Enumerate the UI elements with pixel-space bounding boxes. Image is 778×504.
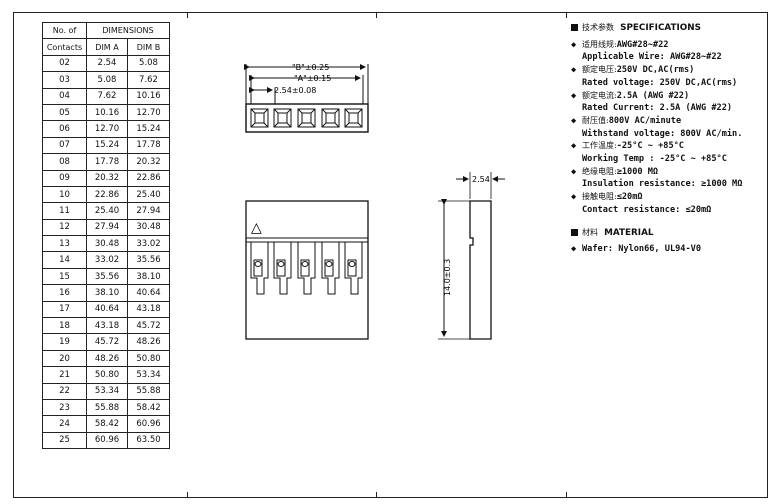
wire-cn-label: 适用线规: [582,39,617,49]
dim-a-label: "A"±0.15 [294,74,331,83]
specifications-panel: 技术参数 SPECIFICATIONS ◆ 适用线规:AWG#28~#22 App… [571,22,766,256]
voltage-cn-label: 额定电压: [582,65,617,75]
frame-tick [376,492,377,498]
diamond-bullet-icon: ◆ [571,65,577,76]
diamond-bullet-icon: ◆ [571,192,577,203]
height-label: 14.0±0.3 [443,259,452,296]
current-en: Rated Current: 2.5A (AWG #22) [582,103,733,114]
square-bullet-icon [571,24,578,31]
temp-cn-label: 工作温度: [582,141,617,151]
frame-tick [566,12,567,18]
insulation-cn-label: 绝缘电阻: [582,166,617,176]
pin1-triangle-mark: △ [251,220,262,236]
diamond-bullet-icon: ◆ [571,90,577,101]
diamond-bullet-icon: ◆ [571,141,577,152]
diamond-bullet-icon: ◆ [571,115,577,126]
contact-en: Contact resistance: ≤20mΩ [582,204,712,215]
square-bullet-icon [571,228,578,236]
contact-cn-value: ≤20mΩ [616,192,643,203]
dim-b-cell: 63.50 [127,431,170,450]
frame-tick [187,12,188,18]
frame-tick [376,12,377,18]
frame-tick [187,492,188,498]
drawing-frame [13,12,768,498]
pitch-label: 2.54±0.08 [274,86,316,95]
diamond-bullet-icon: ◆ [571,39,577,50]
temp-en: Working Temp : -25°C ~ +85°C [582,154,727,165]
dim-b-cell: 17.78 [127,136,170,155]
specs-title-cn: 技术参数 [582,23,614,32]
contact-cavities [250,108,363,128]
material-title: MATERIAL [604,227,654,238]
withstand-cn-value: 800V AC/minute [608,115,682,126]
specs-heading: 技术参数 SPECIFICATIONS [571,22,766,35]
current-cn-value: 2.5A (AWG #22) [616,90,690,101]
width-label: 2.54 [472,175,490,184]
temp-cn-value: -25°C ~ +85°C [616,141,684,152]
insulation-en: Insulation resistance: ≥1000 MΩ [582,179,743,190]
voltage-cn-value: 250V DC,AC(rms) [616,65,695,76]
dim-b-cell: 35.56 [127,251,170,269]
frame-tick [566,492,567,498]
dimensions-table: No. of DIMENSIONS Contacts DIM A DIM B 0… [42,21,170,450]
material-heading: 材料 MATERIAL [571,227,766,240]
side-view [438,172,505,340]
diamond-bullet-icon: ◆ [571,244,577,255]
wire-en: Applicable Wire: AWG#28~#22 [582,52,722,63]
specs-title: SPECIFICATIONS [620,23,701,33]
diamond-bullet-icon: ◆ [571,166,577,177]
front-view [245,200,369,340]
wafer-material: Wafer: Nylon66, UL94-V0 [582,244,701,255]
withstand-en: Withstand voltage: 800V AC/min. [582,128,743,139]
top-view [244,64,369,133]
wire-cn-value: AWG#28~#22 [616,39,669,50]
material-title-cn: 材料 [582,227,598,237]
voltage-en: Rated voltage: 250V DC,AC(rms) [582,77,738,88]
withstand-cn-label: 耐压值: [582,115,609,125]
insulation-cn-value: ≥1000 MΩ [616,166,659,177]
dim-b-cell: 15.24 [127,120,170,138]
contact-cn-label: 接触电阻: [582,192,617,202]
current-cn-label: 额定电流: [582,90,617,100]
dim-b-label: "B"±0.25 [292,63,329,72]
